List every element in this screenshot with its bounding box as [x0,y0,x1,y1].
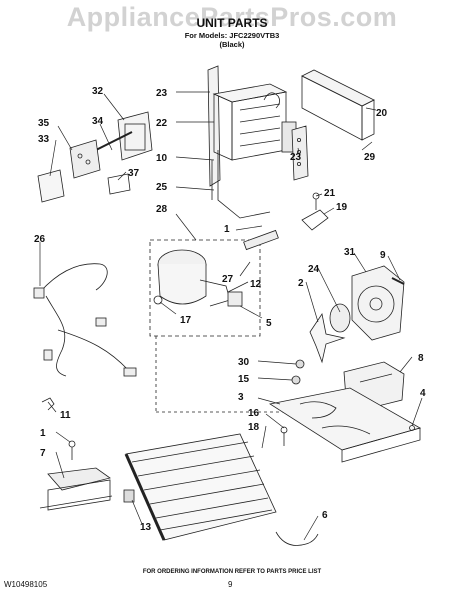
callout-1: 1 [224,224,230,235]
callout-3: 3 [238,392,244,403]
callout-20: 20 [376,108,388,119]
callout-33: 33 [38,134,50,145]
model-line: For Models: JFC2290VTB3 [184,31,280,40]
callout-6: 6 [322,510,328,521]
right-bracket [291,69,375,181]
page-number: 9 [228,580,233,589]
model-info: For Models: JFC2290VTB3 (Black) [0,31,464,49]
callout-23: 23 [156,88,168,99]
callout-2: 2 [298,278,304,289]
screw [280,426,288,446]
condenser-coil [124,433,277,541]
compressor-assembly [149,229,300,413]
leader-lines [39,91,423,541]
callout-37: 37 [128,168,140,179]
callout-34: 34 [92,116,104,127]
callout-26: 26 [34,234,46,245]
base-pan [268,387,422,463]
callout-31: 31 [344,247,356,258]
callout-17: 17 [180,315,192,326]
callout-1: 1 [40,428,46,439]
callout-25: 25 [156,182,168,193]
callout-21: 21 [324,188,336,199]
drain-tube [275,531,319,546]
callout-18: 18 [248,422,260,433]
wire-harness [33,263,137,377]
document-number: W10498105 [4,580,48,589]
clip [41,397,55,411]
callout-4: 4 [420,388,426,399]
callout-19: 19 [336,202,348,213]
watermark: AppliancePartsPros.com [66,2,398,32]
callout-29: 29 [364,152,376,163]
callout-32: 32 [92,86,104,97]
model-color: (Black) [219,40,245,49]
ordering-note: FOR ORDERING INFORMATION REFER TO PARTS … [142,569,322,575]
callout-35: 35 [38,118,50,129]
callout-24: 24 [308,264,320,275]
callout-9: 9 [380,250,386,261]
callout-22: 22 [156,118,168,129]
callout-12: 12 [250,279,262,290]
callout-28: 28 [156,204,168,215]
callout-16: 16 [248,408,260,419]
control-board-assembly [37,111,153,203]
callout-13: 13 [140,522,152,533]
callout-5: 5 [266,318,272,329]
callout-11: 11 [60,410,71,421]
callout-8: 8 [418,353,424,364]
fan-shroud-assembly [309,265,405,364]
callout-7: 7 [40,448,46,459]
page-title: UNIT PARTS [196,16,268,30]
callout-23: 23 [290,152,302,163]
callout-30: 30 [238,357,250,368]
screw-and-clip [301,192,329,231]
coil-clip [123,489,135,503]
callout-27: 27 [222,274,234,285]
drain-bracket [39,440,113,511]
callout-10: 10 [156,153,168,164]
top-coil-assembly [207,65,297,219]
callout-15: 15 [238,374,250,385]
